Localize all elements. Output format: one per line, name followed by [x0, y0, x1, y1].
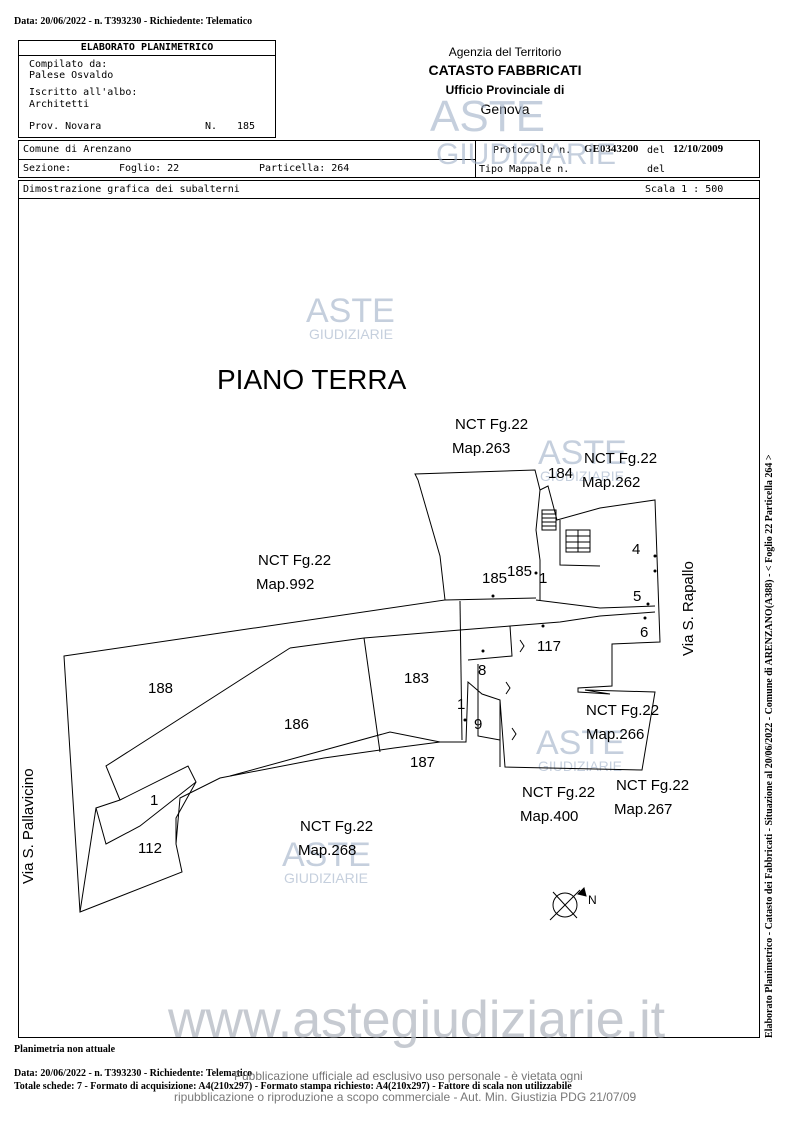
- sub-1: 1: [457, 696, 466, 713]
- catasto-title: CATASTO FABBRICATI: [428, 62, 582, 78]
- north-label: N: [588, 893, 597, 907]
- street-via-rapallo: Via S. Rapallo: [680, 561, 697, 656]
- watermark-giudiziarie: GIUDIZIARIE: [436, 138, 617, 171]
- sub-1: 1: [539, 570, 548, 587]
- planimetria-non-attuale: Planimetria non attuale: [14, 1044, 116, 1055]
- watermark-aste: ASTE: [538, 434, 627, 472]
- nct-262-label: NCT Fg.22: [584, 450, 658, 467]
- sub-1: 1: [150, 792, 159, 809]
- iscritto-label: Iscritto all'albo:: [29, 87, 138, 98]
- protocollo-label: Protocollo n.: [493, 145, 572, 156]
- albo-value: Architetti: [29, 99, 90, 110]
- foglio-value: Foglio: 22: [119, 163, 180, 174]
- nct-992-label: NCT Fg.22: [258, 552, 332, 569]
- sub-6: 6: [640, 624, 649, 641]
- sub-185: 185: [482, 570, 508, 587]
- watermark-aste: ASTE: [282, 836, 371, 874]
- dimostrazione-label: Dimostrazione grafica dei subalterni: [23, 184, 240, 195]
- sezione-label: Sezione:: [23, 163, 72, 174]
- scale-label: Scala 1 : 500: [645, 184, 724, 195]
- nct-263-label: NCT Fg.22: [455, 416, 529, 433]
- city-name: Genova: [480, 101, 530, 117]
- sub-183: 183: [404, 670, 430, 687]
- parcel-outline: [63, 469, 661, 913]
- drawing-frame: Dimostrazione grafica dei subalterni Sca…: [18, 180, 760, 1038]
- map-263-label: Map.263: [452, 440, 511, 457]
- nct-267-label: NCT Fg.22: [616, 777, 690, 794]
- watermark-giudiziarie: GIUDIZIARIE: [309, 326, 394, 342]
- watermark-aste: ASTE: [536, 724, 625, 762]
- watermark-giudiziarie: GIUDIZIARIE: [540, 468, 625, 484]
- watermark-giudiziarie: GIUDIZIARIE: [538, 758, 623, 774]
- agency-name: Agenzia del Territorio: [448, 45, 562, 59]
- map-262-label: Map.262: [582, 474, 641, 491]
- watermark-notice-2: ripubblicazione o riproduzione a scopo c…: [174, 1090, 637, 1104]
- ufficio-label: Ufficio Provinciale di: [445, 83, 565, 97]
- sub-187: 187: [410, 754, 436, 771]
- comune-box: Comune di Arenzano Sezione: Foglio: 22 P…: [18, 140, 760, 178]
- watermark-aste: ASTE: [306, 292, 395, 330]
- sub-8: 8: [478, 662, 487, 679]
- street-via-pallavicino: Via S. Pallavicino: [20, 768, 37, 884]
- sub-188: 188: [148, 680, 174, 697]
- sub-9: 9: [474, 716, 483, 733]
- footer-request-line: Data: 20/06/2022 - n. T393230 - Richiede…: [14, 1068, 253, 1079]
- sub-186: 186: [284, 716, 310, 733]
- watermark-notice-1: Pubblicazione ufficiale ad esclusivo uso…: [234, 1069, 583, 1083]
- nct-268-label: NCT Fg.22: [300, 818, 374, 835]
- n-value: 185: [237, 121, 256, 132]
- sub-185: 185: [507, 563, 533, 580]
- watermark-url: www.astegiudiziarie.it: [168, 991, 666, 1049]
- sub-5: 5: [633, 588, 642, 605]
- protocollo-date: 12/10/2009: [673, 143, 724, 155]
- map-992-label: Map.992: [256, 576, 315, 593]
- n-label: N.: [205, 121, 218, 132]
- map-400-label: Map.400: [520, 808, 579, 825]
- del-label: del: [647, 145, 666, 156]
- watermark-giudiziarie: GIUDIZIARIE: [284, 870, 369, 886]
- compilato-name: Palese Osvaldo: [29, 70, 114, 81]
- comune-value: Comune di Arenzano: [23, 144, 132, 155]
- request-line: Data: 20/06/2022 - n. T393230 - Richiede…: [14, 16, 253, 27]
- nct-266-label: NCT Fg.22: [586, 702, 660, 719]
- del-label-2: del: [647, 164, 666, 175]
- compiler-box: ELABORATO PLANIMETRICO Compilato da: Pal…: [18, 40, 276, 138]
- side-caption: Elaborato Planimetrico - Catasto dei Fab…: [764, 454, 775, 1038]
- protocollo-value: GE0343200: [584, 143, 639, 155]
- sub-4: 4: [632, 541, 641, 558]
- province-label: Prov. Novara: [29, 121, 102, 132]
- map-266-label: Map.266: [586, 726, 645, 743]
- plan-title: PIANO TERRA: [217, 364, 407, 395]
- watermark-aste: ASTE: [430, 92, 545, 141]
- compilato-label: Compilato da:: [29, 59, 108, 70]
- sub-117: 117: [537, 638, 561, 655]
- tipo-mappale-label: Tipo Mappale n.: [479, 164, 570, 175]
- map-268-label: Map.268: [298, 842, 357, 859]
- map-267-label: Map.267: [614, 801, 673, 818]
- nct-400-label: NCT Fg.22: [522, 784, 596, 801]
- sub-184: 184: [548, 465, 574, 482]
- sub-112: 112: [138, 840, 162, 857]
- elaborato-title: ELABORATO PLANIMETRICO: [19, 41, 275, 56]
- footer-schede-line: Totale schede: 7 - Formato di acquisizio…: [14, 1081, 572, 1092]
- particella-value: Particella: 264: [259, 163, 350, 174]
